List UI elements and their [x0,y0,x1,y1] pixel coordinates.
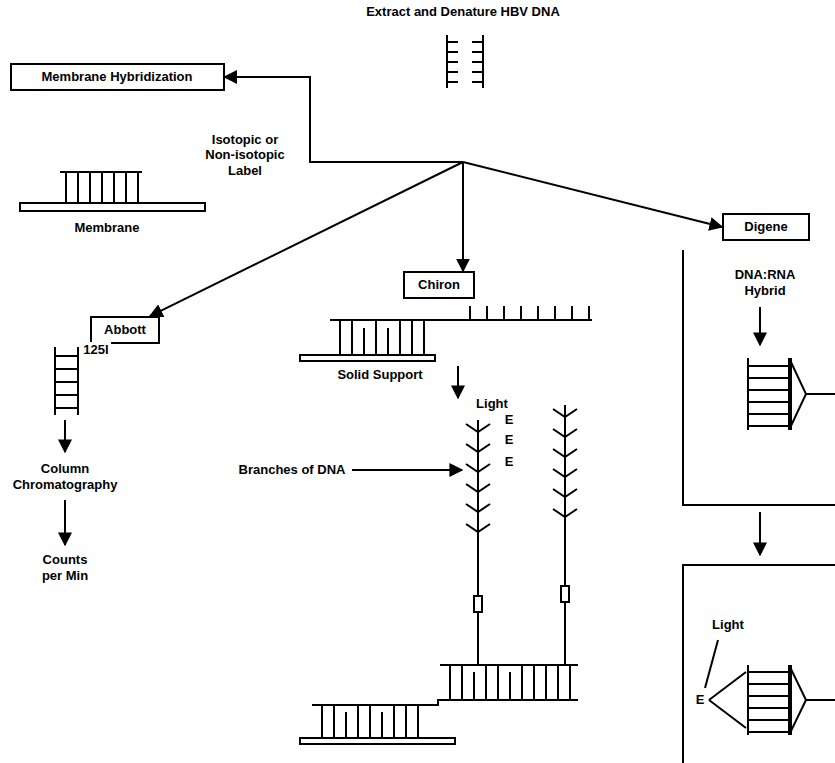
hybrid-ladder [748,358,835,430]
hybrid-ladder [60,172,142,203]
signal-label: Light [710,617,746,633]
solid-support [300,355,435,361]
part-label: DNA:RNA Hybrid [723,267,807,298]
leader-line [705,640,718,688]
solid-support [300,738,455,744]
panel-bracket [683,250,835,505]
flow-arrow [759,307,761,345]
panel-bracket [683,565,835,763]
membrane [20,203,205,211]
method-box: Abbott [90,316,160,344]
part-label: Branches of DNA [237,462,348,478]
dna-strand [447,35,483,88]
hybrid-ladder [55,347,78,415]
isotope-label: 125I [81,342,110,358]
branched-dna [553,405,577,545]
connector-arrow [462,162,464,271]
rna-strand [788,665,792,735]
flow-arrow [64,420,66,452]
stem-block [474,596,482,612]
start-heading: Extract and Denature HBV DNA [350,2,576,162]
part-label: Solid Support [335,367,424,383]
node-text: Membrane Hybridization [42,69,193,85]
method-box: Chiron [403,271,475,299]
enzyme-label: E [503,412,516,428]
branched-dna [466,420,490,550]
method-box: Digene [722,213,810,241]
edge-label: Isotopic or Non-isotopic Label [196,132,295,179]
step-label: Counts per Min [32,552,98,583]
antibody-arms [709,672,746,728]
pointer-arrow [352,469,462,471]
enzyme-label: E [503,432,516,448]
node-text: Chiron [418,277,460,293]
node-text: Extract and Denature HBV DNA [366,4,560,20]
rna-strand [788,358,792,430]
node-text: Digene [744,219,787,235]
connector-arrow [463,162,722,227]
enzyme-label: E [503,454,516,470]
stem-block [561,586,569,602]
hybrid-ladder [748,665,835,735]
capture-ladder [312,665,578,738]
step-label: Column Chromatography [3,461,127,492]
capture-ladder [330,306,592,355]
part-label: Membrane [72,220,141,236]
enzyme-label: E [694,692,707,708]
method-box: Membrane Hybridization [10,63,225,91]
branch-stem [478,545,565,665]
flow-arrow [457,366,459,398]
node-text: Abbott [104,322,146,338]
flow-arrow [64,500,66,545]
flow-arrow [759,512,761,555]
signal-label: Light [474,396,510,412]
